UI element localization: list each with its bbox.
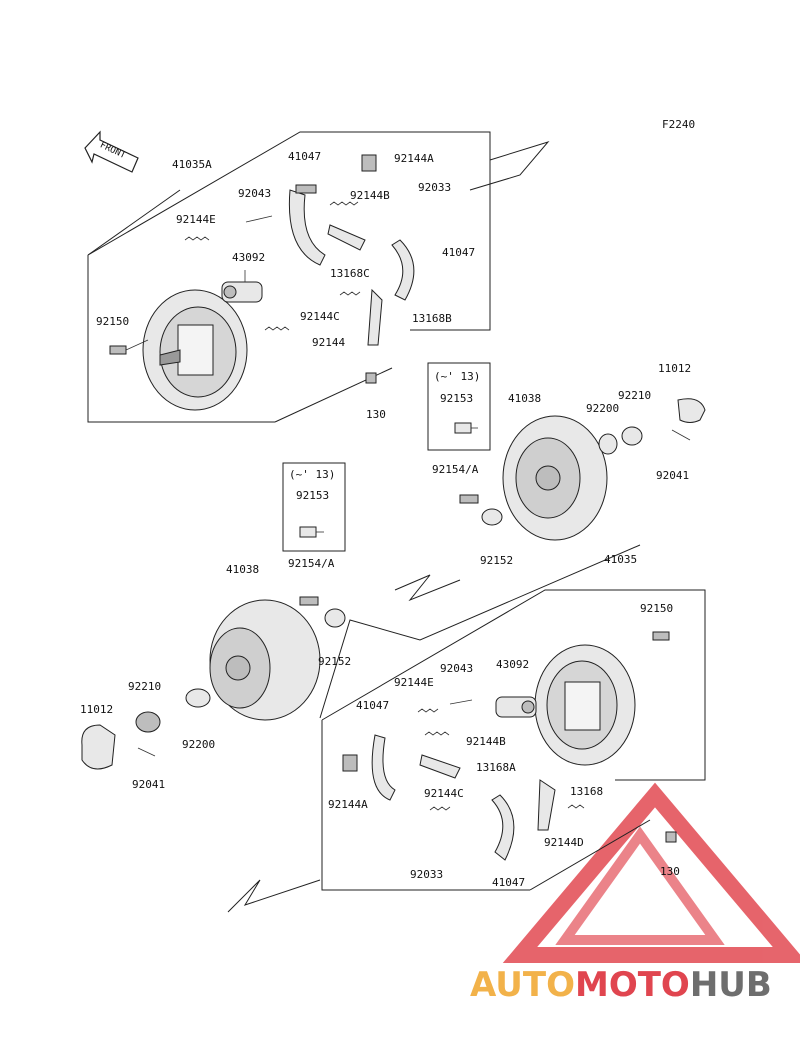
watermark-moto: MOTO [575,965,690,1005]
brake-drum-left [209,596,346,721]
label-92210-left: 92210 [128,680,161,693]
bolt-130-upper [365,372,377,384]
label-92144C-bottom: 92144C [424,787,464,800]
label-92153-1: 92153 [440,392,473,405]
label-92041-right: 92041 [656,469,689,482]
label-92033-top: 92033 [418,181,451,194]
label-41038-right: 41038 [508,392,541,405]
bolt-92150-upper [109,339,149,355]
label-41047-bottom: 41047 [356,699,389,712]
wheel-cylinder-upper [221,270,263,303]
label-130-bottom: 130 [660,865,680,878]
brake-drum-right [459,415,608,541]
clip-92144A-upper [361,154,377,172]
label-92043-top: 92043 [238,187,271,200]
label-92041-left: 92041 [132,778,165,791]
watermark-text: AUTOMOTOHUB [470,965,772,1005]
label-92154A-left: 92154/A [288,557,335,570]
label-92144D: 92144D [544,836,584,849]
lever-13168C [327,224,366,251]
label-92144B-top: 92144B [350,189,390,202]
label-92154A-right: 92154/A [432,463,479,476]
note-box-1 [427,362,491,451]
label-92200-left: 92200 [182,738,215,751]
brake-shoe-upper-right [391,239,415,301]
label-92144C-top: 92144C [300,310,340,323]
front-arrow-icon: FRONT [84,130,139,173]
label-13168B: 13168B [412,312,452,325]
label-92150-bottom: 92150 [640,602,673,615]
note-label-1: (~' 13) [434,370,480,383]
label-43092-top: 43092 [232,251,265,264]
brake-shoe-upper-left [288,184,326,266]
label-11012-left: 11012 [80,703,113,716]
label-92144-top: 92144 [312,336,345,349]
label-92043-bottom: 92043 [440,662,473,675]
watermark-hub: HUB [690,965,772,1005]
label-92152-left: 92152 [318,655,351,668]
label-92144E-bottom: 92144E [394,676,434,689]
label-11012-right: 11012 [658,362,691,375]
label-13168C: 13168C [330,267,370,280]
lower-brake-panel-frame [227,589,706,913]
label-41038-left: 41038 [226,563,259,576]
lever-13168B [367,288,383,346]
label-92144E-top: 92144E [176,213,216,226]
label-41035A: 41035A [172,158,212,171]
label-92144A-top: 92144A [394,152,434,165]
wheel-cylinder-lower [449,696,537,718]
label-92033-bottom: 92033 [410,868,443,881]
label-41047-right: 41047 [442,246,475,259]
springs-upper [184,201,361,331]
note-label-2: (~' 13) [289,468,335,481]
hub-cap-left [81,688,211,770]
divider-zigzag [394,574,461,602]
brake-shoe-lower-left [342,734,396,801]
label-92150-top: 92150 [96,315,129,328]
label-130-top: 130 [366,408,386,421]
brake-shoe-lower-right [491,779,556,861]
upper-backing-plate [142,289,248,411]
lower-backing-plate [534,631,670,766]
label-41047-bottom2: 41047 [492,876,525,889]
label-92210-right: 92210 [618,389,651,402]
label-92153-2: 92153 [296,489,329,502]
springs-lower [417,708,585,811]
label-13168: 13168 [570,785,603,798]
divider-middle [319,544,641,719]
figure-code: F2240 [662,118,695,131]
label-92144A-bottom: 92144A [328,798,368,811]
automotohub-logo [502,782,800,963]
bolt-130-lower [665,831,677,843]
label-92200-right: 92200 [586,402,619,415]
label-13168A: 13168A [476,761,516,774]
label-43092-bottom: 43092 [496,658,529,671]
upper-brake-panel-frame [87,131,550,423]
label-41035: 41035 [604,553,637,566]
watermark-auto: AUTO [470,965,575,1005]
label-92152-right: 92152 [480,554,513,567]
label-41047-top: 41047 [288,150,321,163]
label-92144B-bottom: 92144B [466,735,506,748]
lever-13168A [419,754,461,779]
hub-cap-right [598,398,706,455]
note-box-2 [282,462,346,552]
